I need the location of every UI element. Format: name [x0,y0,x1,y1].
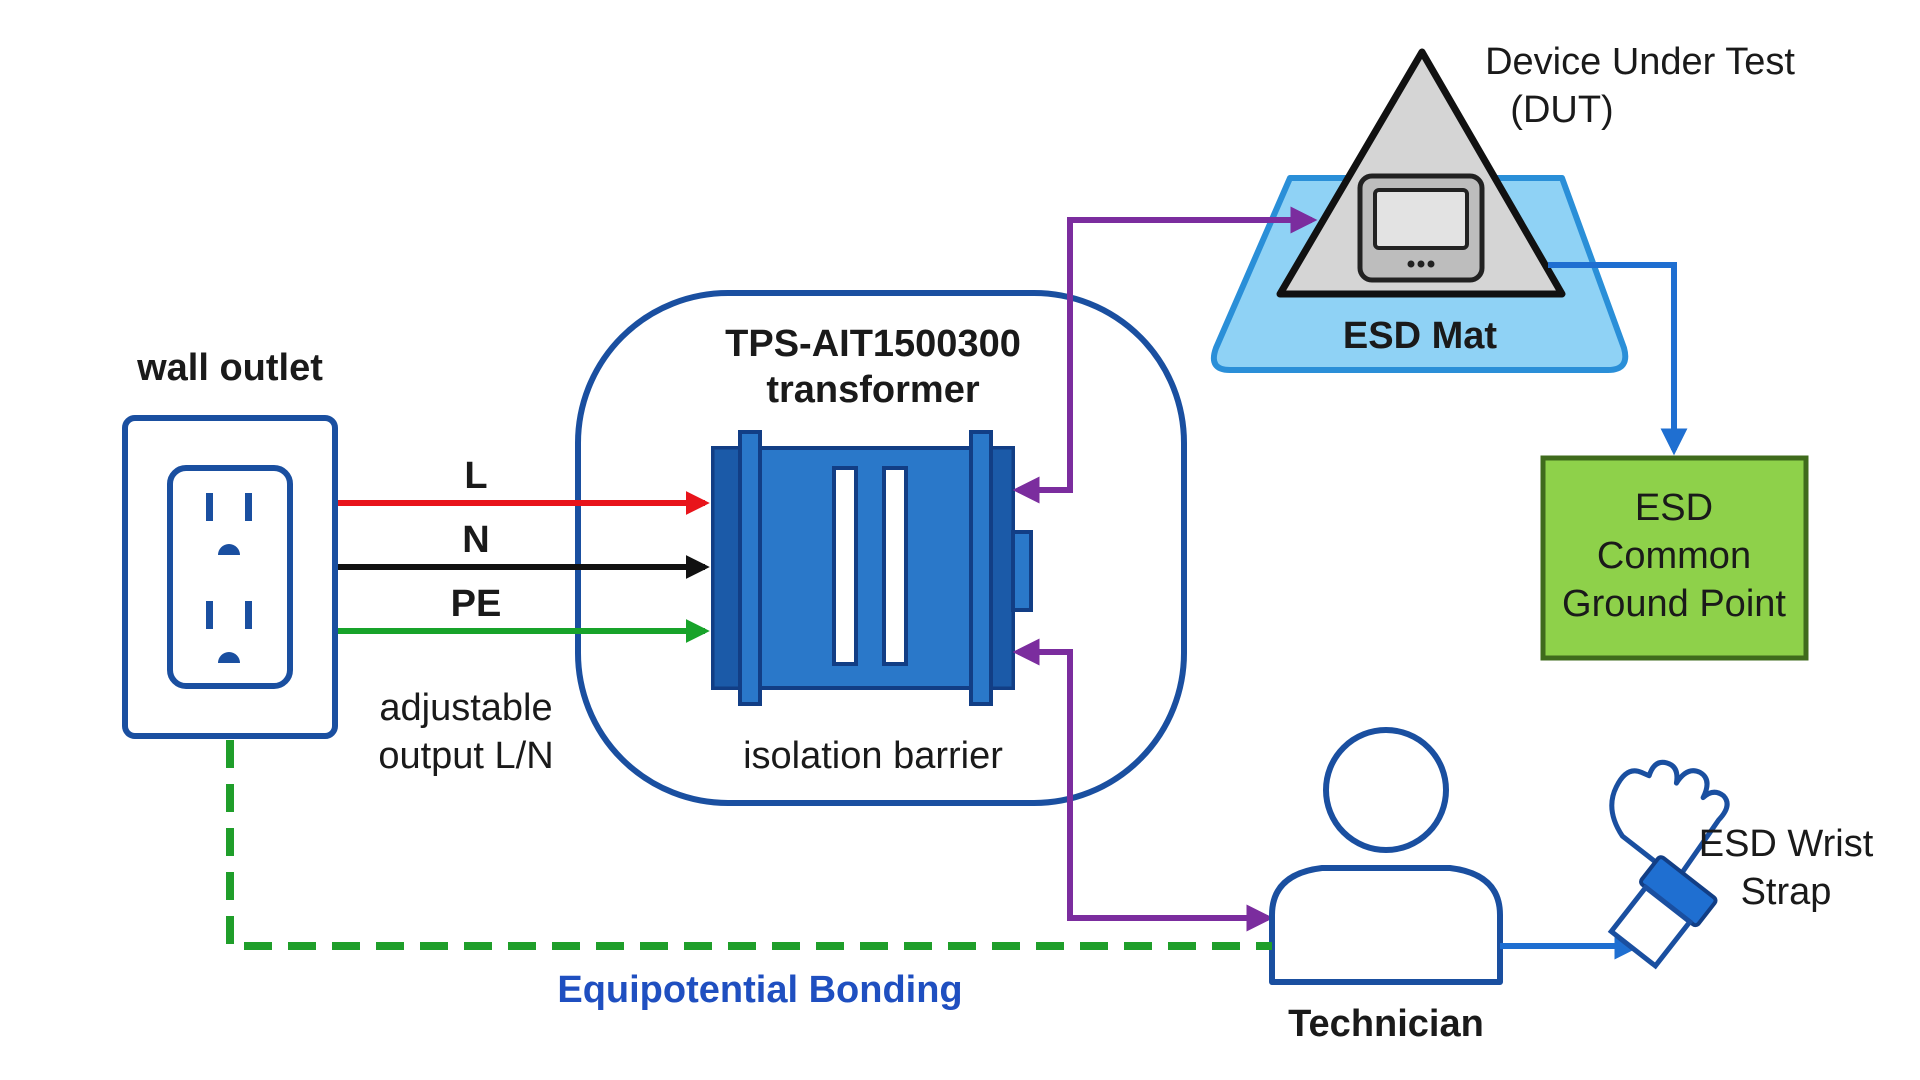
wrist-strap-label-line1: ESD Wrist [1699,823,1874,865]
equipotential-bonding-label: Equipotential Bonding [557,969,962,1011]
transformer-label-line1: TPS-AIT1500300 [725,323,1021,365]
dut-label-line2: (DUT) [1510,89,1613,131]
adjustable-output-line1: adjustable [379,687,552,729]
mat-ground-arrow [1548,262,1688,456]
technician-purple-arrow [1022,649,1274,932]
transformer-enclosure [575,290,1187,806]
transformer-core [711,430,1033,706]
ground-label-line2: Common [1597,535,1751,577]
dut-device-icon [1357,173,1485,283]
transformer-label-line2: transformer [766,369,979,411]
technician-label: Technician [1288,1003,1484,1045]
outlet-socket-top [206,493,252,555]
wire-pe-label: PE [451,583,502,625]
technician-icon [1269,727,1503,985]
dut-triangle [1276,48,1566,298]
esd-ground-point [1540,455,1809,661]
wall-outlet [122,415,338,739]
wall-outlet-label: wall outlet [136,347,323,389]
wrist-strap-label-line2: Strap [1741,871,1832,913]
wire-n-label: N [462,519,489,561]
wrist-strap-icon [1607,759,1730,970]
adjustable-output-line2: output L/N [378,735,553,777]
esd-mat-label: ESD Mat [1343,315,1497,357]
dut-label-line1: Device Under Test [1485,41,1795,83]
ground-label-line3: Ground Point [1562,583,1786,625]
ground-label-line1: ESD [1635,487,1713,529]
isolation-barrier-label: isolation barrier [743,735,1003,777]
outlet-socket-bottom [206,601,252,663]
equipotential-bonding-line [226,740,1272,950]
wire-l-label: L [464,455,487,497]
